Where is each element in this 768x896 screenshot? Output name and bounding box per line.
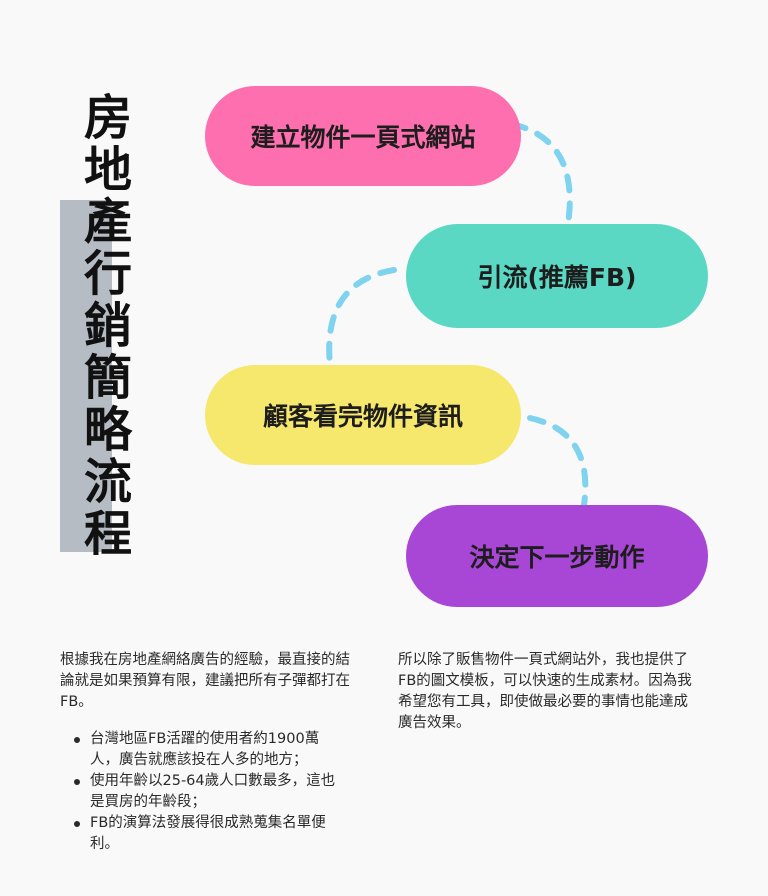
left-text-column: 根據我在房地產網絡廣告的經驗，最直接的結論就是如果預算有限，建議把所有子彈都打在… (60, 650, 360, 855)
list-item-text: FB的演算法發展得很成熟蒐集名單便利。 (90, 815, 326, 852)
summary-paragraph: 所以除了販售物件一頁式網站外，我也提供了FB的圖文模板，可以快速的生成素材。因為… (398, 652, 692, 731)
connector-2-3 (326, 267, 397, 368)
title-accent-bar (60, 200, 112, 552)
connector-1-2 (509, 121, 573, 227)
flow-step-3: 顧客看完物件資訊 (205, 365, 521, 465)
bullet-icon (74, 821, 80, 827)
intro-paragraph: 根據我在房地產網絡廣告的經驗，最直接的結論就是如果預算有限，建議把所有子彈都打在… (60, 652, 350, 710)
page-title: 房地產行銷簡略流程 (75, 92, 131, 560)
list-item: FB的演算法發展得很成熟蒐集名單便利。 (74, 813, 360, 855)
list-item-text: 台灣地區FB活躍的使用者約1900萬人，廣告就應該投在人多的地方； (90, 731, 320, 768)
flow-step-4: 決定下一步動作 (406, 505, 708, 607)
connector-3-4 (527, 415, 589, 508)
list-item-text: 使用年齡以25-64歲人口數最多，這也是買房的年齡段； (90, 773, 336, 810)
flow-step-2: 引流(推薦FB) (406, 224, 708, 328)
bullet-icon (74, 779, 80, 785)
list-item: 台灣地區FB活躍的使用者約1900萬人，廣告就應該投在人多的地方； (74, 729, 360, 771)
flow-connectors (326, 121, 589, 508)
bullet-icon (74, 737, 80, 743)
flow-step-1: 建立物件一頁式網站 (205, 86, 521, 186)
list-item: 使用年齡以25-64歲人口數最多，這也是買房的年齡段； (74, 771, 360, 813)
right-text-column: 所以除了販售物件一頁式網站外，我也提供了FB的圖文模板，可以快速的生成素材。因為… (398, 650, 702, 734)
reasons-list: 台灣地區FB活躍的使用者約1900萬人，廣告就應該投在人多的地方； 使用年齡以2… (60, 729, 360, 855)
